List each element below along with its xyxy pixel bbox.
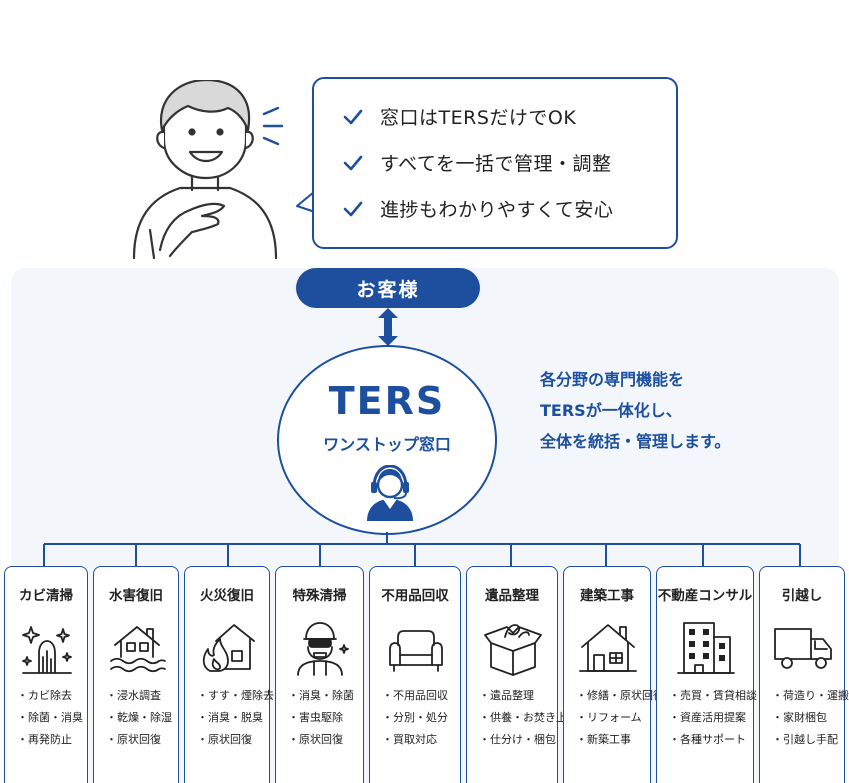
double-arrow-icon bbox=[378, 308, 398, 346]
service-items: ・消臭・除菌 ・害虫駆除 ・原状回復 bbox=[288, 685, 361, 751]
service-items: ・売買・賃貸相談 ・資産活用提案 ・各種サポート bbox=[669, 685, 757, 751]
service-items: ・不用品回収 ・分別・処分 ・買取対応 bbox=[382, 685, 458, 751]
service-item: ・新築工事 bbox=[576, 733, 631, 746]
service-card-flood: 水害復旧 ・浸水調査 ・乾燥・除湿 ・原状回復 bbox=[93, 566, 179, 783]
service-title: 遺品整理 bbox=[485, 588, 539, 604]
hub-subtitle: ワンストップ窓口 bbox=[323, 435, 451, 454]
service-items: ・遺品整理 ・供養・お焚き上げ ・仕分け・梱包 bbox=[479, 685, 578, 751]
service-item: ・原状回復 bbox=[197, 733, 252, 746]
service-title: 不用品回収 bbox=[381, 588, 449, 604]
speech-bubble: 窓口はTERSだけでOK すべてを一括で管理・調整 進捗もわかりやすくて安心 bbox=[312, 77, 678, 249]
service-item: ・乾燥・除湿 bbox=[106, 711, 172, 724]
service-item: ・除菌・消臭 bbox=[17, 711, 83, 724]
service-item: ・資産活用提案 bbox=[669, 711, 746, 724]
description: 各分野の専門機能を TERSが一体化し、 全体を統括・管理します。 bbox=[540, 364, 780, 457]
service-item: ・買取対応 bbox=[382, 733, 437, 746]
service-item: ・原状回復 bbox=[288, 733, 343, 746]
service-title: 水害復旧 bbox=[109, 588, 163, 604]
building-icon bbox=[677, 622, 735, 674]
description-line: 全体を統括・管理します。 bbox=[540, 432, 731, 451]
service-item: ・各種サポート bbox=[669, 733, 746, 746]
service-card-fire: 火災復旧 ・すす・煙除去 ・消臭・脱臭 ・原状回復 bbox=[184, 566, 274, 783]
service-item: ・家財梱包 bbox=[772, 711, 827, 724]
service-item: ・供養・お焚き上げ bbox=[479, 711, 578, 724]
hub-title: TERS bbox=[328, 379, 446, 423]
service-item: ・分別・処分 bbox=[382, 711, 448, 724]
service-items: ・修繕・原状回復 ・リフォーム ・新築工事 bbox=[576, 685, 664, 751]
speech-item: すべてを一括で管理・調整 bbox=[342, 149, 612, 176]
emphasis-marks-icon bbox=[262, 106, 284, 146]
service-item: ・浸水調査 bbox=[106, 689, 161, 702]
flooded-house-icon bbox=[110, 626, 166, 673]
check-icon bbox=[343, 201, 363, 216]
speech-item: 進捗もわかりやすくて安心 bbox=[342, 195, 613, 222]
service-item: ・仕分け・梱包 bbox=[479, 733, 556, 746]
service-items: ・カビ除去 ・除菌・消臭 ・再発防止 bbox=[17, 685, 85, 751]
service-title: 不動産コンサル bbox=[657, 588, 753, 604]
speech-item: 窓口はTERSだけでOK bbox=[342, 103, 576, 130]
service-items: ・荷造り・運搬 ・家財梱包 ・引越し手配 bbox=[772, 685, 849, 751]
service-card-special: 特殊清掃 ・消臭・除菌 ・害虫駆除 ・原状回復 bbox=[275, 566, 364, 783]
service-card-moving: 引越し ・荷造り・運搬 ・家財梱包 ・引越し手配 bbox=[759, 566, 849, 783]
speech-bubble-tail bbox=[296, 191, 316, 213]
service-title: 火災復旧 bbox=[200, 588, 254, 604]
service-items: ・すす・煙除去 ・消臭・脱臭 ・原状回復 bbox=[197, 685, 274, 751]
speech-item-text: 進捗もわかりやすくて安心 bbox=[380, 199, 614, 221]
service-item: ・売買・賃貸相談 bbox=[669, 689, 757, 702]
burning-house-icon bbox=[202, 624, 255, 672]
sofa-icon bbox=[389, 630, 443, 672]
speech-item-text: すべてを一括で管理・調整 bbox=[380, 153, 612, 175]
service-title: 特殊清掃 bbox=[292, 588, 347, 604]
check-icon bbox=[343, 155, 363, 170]
customer-person-icon bbox=[132, 80, 278, 260]
service-item: ・リフォーム bbox=[576, 711, 642, 724]
service-item: ・すす・煙除去 bbox=[197, 689, 274, 702]
open-box-icon bbox=[484, 624, 542, 676]
service-item: ・再発防止 bbox=[17, 733, 72, 746]
truck-icon bbox=[774, 628, 832, 669]
service-item: ・遺品整理 bbox=[479, 689, 534, 702]
mold-sparkle-icon bbox=[22, 626, 72, 674]
description-line: TERSが一体化し、 bbox=[540, 401, 682, 420]
ters-hub: TERS ワンストップ窓口 bbox=[277, 345, 497, 535]
service-title: 建築工事 bbox=[580, 588, 634, 604]
service-title: 引越し bbox=[781, 588, 823, 604]
check-icon bbox=[343, 109, 363, 124]
service-card-construction: 建築工事 ・修繕・原状回復 ・リフォーム ・新築工事 bbox=[563, 566, 664, 783]
service-items: ・浸水調査 ・乾燥・除湿 ・原状回復 bbox=[106, 685, 176, 751]
service-card-realestate: 不動産コンサル ・売買・賃貸相談 ・資産活用提案 ・各種サポート bbox=[656, 566, 757, 783]
service-card-junk: 不用品回収 ・不用品回収 ・分別・処分 ・買取対応 bbox=[369, 566, 461, 783]
customer-label: お客様 bbox=[296, 268, 480, 308]
service-title: カビ清掃 bbox=[19, 588, 73, 604]
service-item: ・消臭・除菌 bbox=[288, 689, 354, 702]
protective-worker-icon bbox=[297, 622, 349, 676]
service-item: ・不用品回収 bbox=[382, 689, 448, 702]
service-item: ・害虫駆除 bbox=[288, 711, 343, 724]
description-line: 各分野の専門機能を bbox=[540, 370, 685, 389]
service-item: ・修繕・原状回復 bbox=[576, 689, 664, 702]
service-item: ・引越し手配 bbox=[772, 733, 838, 746]
service-card-estate: 遺品整理 ・遺品整理 ・供養・お焚き上げ ・仕分け・梱包 bbox=[466, 566, 578, 783]
service-item: ・消臭・脱臭 bbox=[197, 711, 263, 724]
service-card-mold: カビ清掃 ・カビ除去 ・除菌・消臭 ・再発防止 bbox=[4, 566, 88, 783]
service-item: ・原状回復 bbox=[106, 733, 161, 746]
house-icon bbox=[579, 624, 637, 672]
operator-headset-icon bbox=[367, 465, 413, 521]
tree-connector bbox=[43, 532, 801, 566]
speech-item-text: 窓口はTERSだけでOK bbox=[380, 107, 577, 129]
service-item: ・荷造り・運搬 bbox=[772, 689, 849, 702]
service-item: ・カビ除去 bbox=[17, 689, 72, 702]
